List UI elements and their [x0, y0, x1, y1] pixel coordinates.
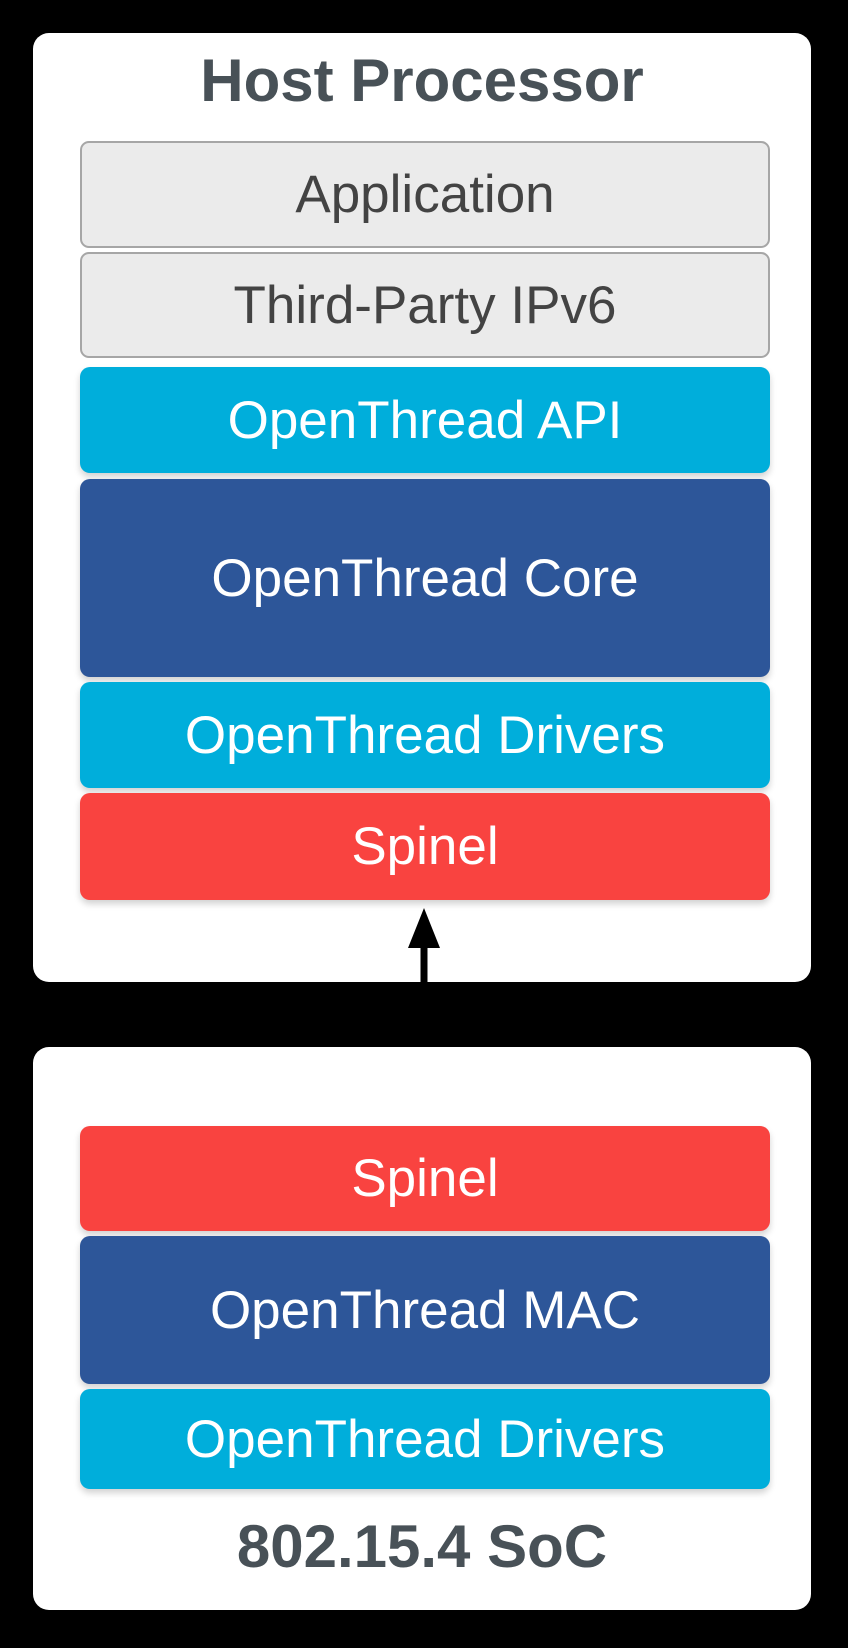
soc-panel: Spinel OpenThread MAC OpenThread Drivers… [33, 1047, 811, 1610]
layer-openthread-core-label: OpenThread Core [211, 548, 639, 608]
layer-openthread-mac-label: OpenThread MAC [209, 1280, 641, 1340]
layer-openthread-mac: OpenThread MAC [80, 1236, 770, 1384]
layer-spinel-host-label: Spinel [351, 817, 499, 876]
layer-openthread-drivers-host: OpenThread Drivers [80, 682, 770, 788]
layer-application-label: Application [295, 165, 555, 224]
layer-openthread-drivers-host-label: OpenThread Drivers [184, 705, 666, 765]
layer-spinel-host: Spinel [80, 793, 770, 900]
layer-openthread-api-label: OpenThread API [227, 390, 623, 450]
layer-openthread-drivers-soc: OpenThread Drivers [80, 1389, 770, 1489]
host-processor-panel: Host Processor Application Third-Party I… [33, 33, 811, 982]
soc-layer-stack: Spinel OpenThread MAC OpenThread Drivers [80, 1126, 770, 1489]
layer-spinel-soc: Spinel [80, 1126, 770, 1231]
layer-openthread-drivers-soc-label: OpenThread Drivers [184, 1409, 666, 1469]
layer-third-party-ipv6: Third-Party IPv6 [80, 252, 770, 358]
soc-title: 802.15.4 SoC [236, 1513, 608, 1580]
layer-openthread-core: OpenThread Core [80, 479, 770, 677]
layer-third-party-ipv6-label: Third-Party IPv6 [233, 275, 617, 335]
layer-spinel-soc-label: Spinel [351, 1149, 499, 1208]
host-layer-stack: Application Third-Party IPv6 OpenThread … [80, 141, 770, 900]
layer-openthread-api: OpenThread API [80, 367, 770, 473]
host-processor-title: Host Processor [200, 47, 644, 114]
layer-application: Application [80, 141, 770, 248]
